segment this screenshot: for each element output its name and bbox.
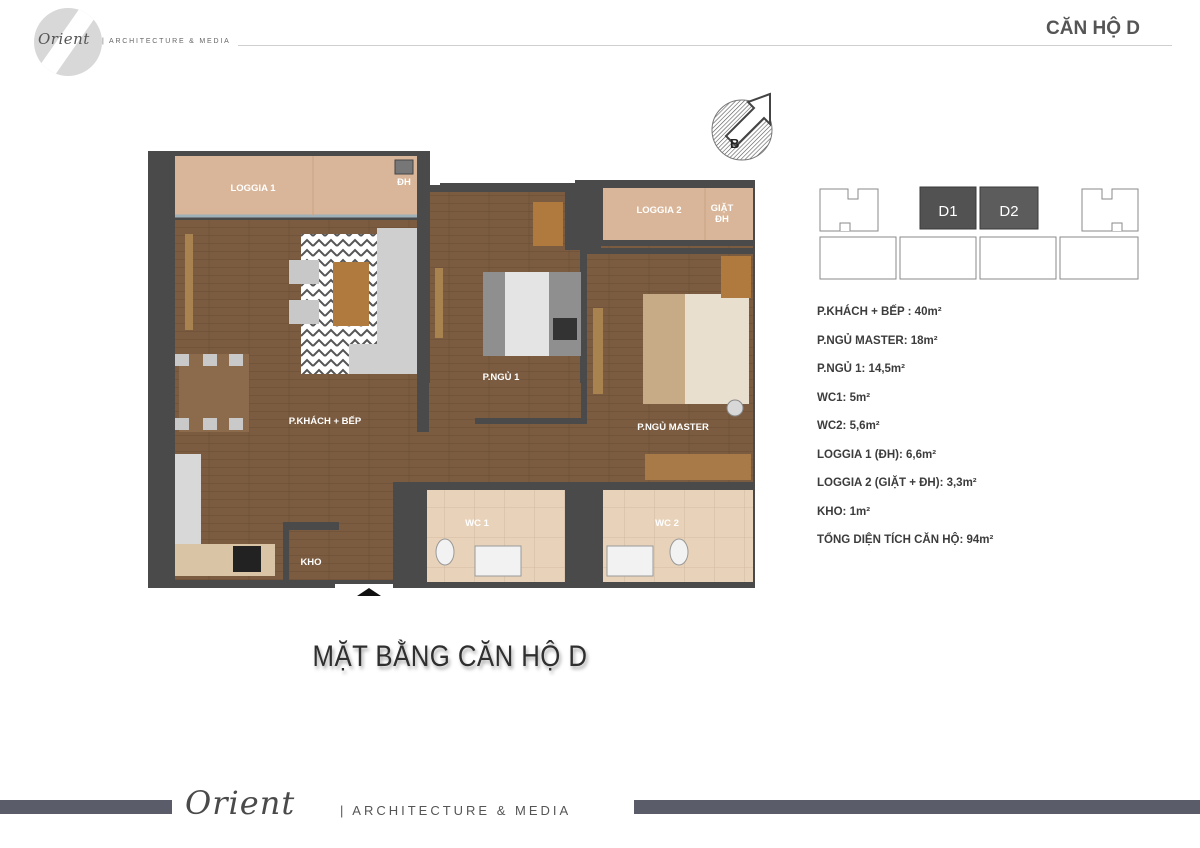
area-item: TỔNG DIỆN TÍCH CĂN HỘ: 94m² bbox=[817, 534, 994, 546]
logo-mark bbox=[34, 8, 102, 76]
room-label-wc-2: WC 2 bbox=[655, 518, 679, 529]
footer-bar-right bbox=[634, 800, 1200, 814]
footer-tagline: | ARCHITECTURE & MEDIA bbox=[340, 803, 572, 818]
area-item: LOGGIA 2 (GIẶT + ĐH): 3,3m² bbox=[817, 477, 977, 489]
floor-plan: LOGGIA 1 ĐH LOGGIA 2 GIẶT ĐH P.KHÁCH + B… bbox=[148, 151, 755, 596]
area-item: P.NGỦ MASTER: 18m² bbox=[817, 334, 938, 347]
footer-bar-left bbox=[0, 800, 172, 814]
logo-tagline: | ARCHITECTURE & MEDIA bbox=[102, 38, 231, 45]
room-label-giat: GIẶT bbox=[711, 203, 734, 214]
key-plan: D1 D2 bbox=[819, 186, 1139, 280]
room-label-bedroom-1: P.NGỦ 1 bbox=[483, 371, 521, 383]
area-item: WC2: 5,6m² bbox=[817, 420, 880, 432]
loggia-1 bbox=[175, 156, 417, 216]
area-item: KHO: 1m² bbox=[817, 505, 871, 518]
area-schedule: P.KHÁCH + BẾP : 40m² P.NGỦ MASTER: 18m² … bbox=[817, 304, 1077, 561]
loggia-2 bbox=[603, 188, 753, 240]
room-label-loggia-2: LOGGIA 2 bbox=[636, 205, 681, 216]
room-label-dh-2: ĐH bbox=[715, 214, 729, 225]
area-item: P.KHÁCH + BẾP : 40m² bbox=[817, 306, 942, 318]
key-unit-d2 bbox=[979, 186, 1039, 230]
key-unit-d2-label: D2 bbox=[999, 203, 1018, 220]
area-item: LOGGIA 1 (ĐH): 6,6m² bbox=[817, 448, 937, 461]
logo-wordmark: Orient bbox=[38, 30, 90, 48]
north-arrow-icon: B bbox=[711, 92, 773, 161]
plan-caption: MẶT BẰNG CĂN HỘ D bbox=[312, 640, 588, 673]
key-unit-d1 bbox=[919, 186, 977, 230]
header-divider bbox=[238, 45, 1172, 46]
room-label-wc-1: WC 1 bbox=[465, 518, 489, 529]
room-label-dh-1: ĐH bbox=[397, 177, 411, 188]
compass-label: B bbox=[730, 136, 739, 151]
area-item: WC1: 5m² bbox=[817, 391, 871, 404]
footer-logo: Orient bbox=[185, 784, 296, 822]
page-title: CĂN HỘ D bbox=[1046, 18, 1140, 39]
room-label-master: P.NGỦ MASTER bbox=[637, 421, 709, 433]
entrance-arrow-icon bbox=[357, 588, 381, 596]
storage-room bbox=[287, 530, 335, 580]
area-item: P.NGỦ 1: 14,5m² bbox=[817, 363, 905, 375]
key-unit-d1-label: D1 bbox=[938, 203, 957, 220]
room-label-living: P.KHÁCH + BẾP bbox=[289, 416, 362, 427]
room-label-storage: KHO bbox=[300, 557, 321, 568]
room-label-loggia-1: LOGGIA 1 bbox=[230, 183, 276, 194]
